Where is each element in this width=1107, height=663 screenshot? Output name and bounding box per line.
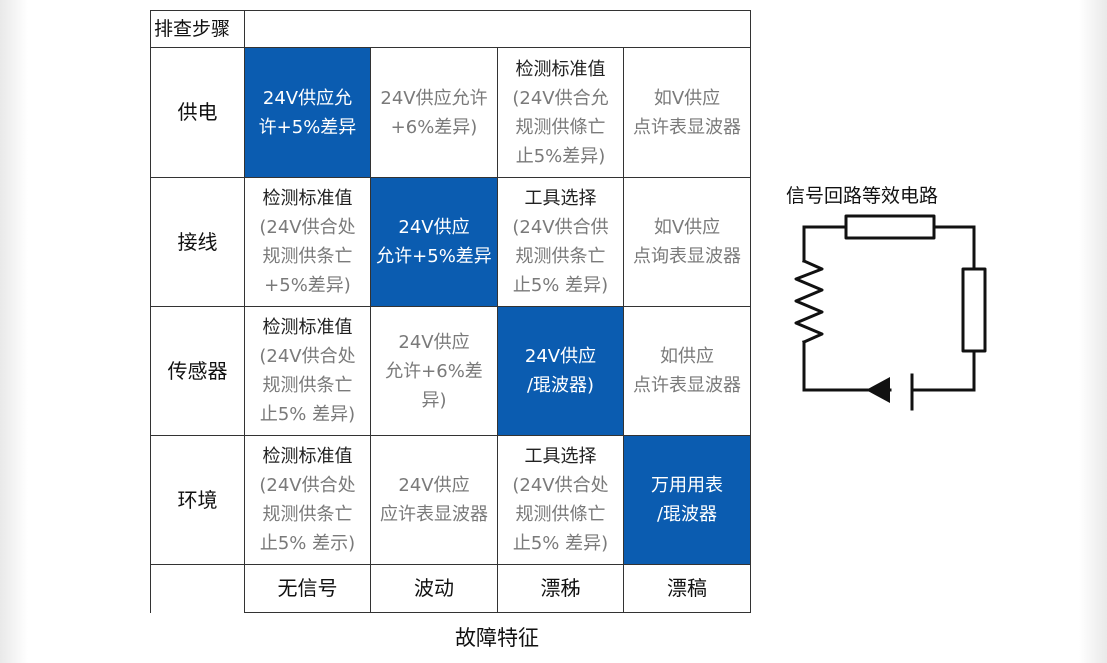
cell-text: 24V供应允许 +6%差异) (380, 87, 488, 138)
matrix-cell-r4c2: 24V供应 应许表显波器 (371, 436, 498, 565)
matrix-cell-r2c1: 检测标准值 (24V供合处 规测供条亡 +5%差异) (245, 178, 371, 307)
cell-text: (24V供合允 规测供條亡 止5%差异) (512, 87, 609, 167)
right-edge-shadow (1079, 0, 1107, 663)
equivalent-circuit-diagram (794, 214, 987, 411)
cell-text: (24V供合处 规测供条亡 止5% 差示) (259, 475, 356, 554)
matrix-cell-r3c2: 24V供应 允许+6%差 异) (371, 307, 498, 436)
corner-blank (151, 565, 245, 613)
matrix-cell-r2c4: 如V供应 点询表显波器 (624, 178, 751, 307)
column-label-fluctuation: 波动 (371, 565, 498, 613)
cell-text: 24V供应 允许+5%差异 (376, 217, 492, 267)
matrix-title: 排查步骤 (151, 11, 245, 48)
matrix-cell-r4c4: 万用用表 /琨波器 (624, 436, 751, 565)
row-label-wiring: 接线 (151, 178, 245, 307)
cell-text: (24V供合处 规测供条亡 +5%差异) (259, 217, 356, 296)
cell-text: 24V供应允 许+5%差异 (258, 87, 357, 138)
troubleshooting-matrix: 排查步骤 供电 24V供应允 许+5%差异 24V供应允许 +6%差异) 检测标… (150, 10, 751, 613)
matrix-cell-r1c3: 检测标准值 (24V供合允 规测供條亡 止5%差异) (498, 48, 624, 178)
row-label-environment: 环境 (151, 436, 245, 565)
column-label-drift-2: 漂稿 (624, 565, 751, 613)
cell-text: 如V供应 点询表显波器 (633, 217, 741, 267)
cell-text: (24V供合处 规测供條亡 止5% 差异) (512, 475, 609, 554)
row-label-power: 供电 (151, 48, 245, 178)
cell-text: 如供应 点许表显波器 (633, 346, 741, 396)
left-edge-shadow (0, 0, 28, 663)
cell-text: 如V供应 点许表显波器 (633, 87, 741, 138)
matrix-cell-r1c1: 24V供应允 许+5%差异 (245, 48, 371, 178)
resistor-top (844, 214, 936, 240)
matrix-cell-r2c3: 工具选择 (24V供合供 规测供条亡 止5% 差异) (498, 178, 624, 307)
matrix-cell-r3c4: 如供应 点许表显波器 (624, 307, 751, 436)
column-label-no-signal: 无信号 (245, 565, 371, 613)
matrix-cell-r4c3: 工具选择 (24V供合处 规测供條亡 止5% 差异) (498, 436, 624, 565)
cell-heading: 检测标准值 (262, 317, 353, 338)
matrix-cell-r1c2: 24V供应允许 +6%差异) (371, 48, 498, 178)
matrix-cell-r4c1: 检测标准值 (24V供合处 规测供条亡 止5% 差示) (245, 436, 371, 565)
zigzag-resistor (794, 259, 824, 344)
cell-text: 24V供应 允许+6%差 异) (385, 331, 483, 411)
column-label-drift: 漂秭 (498, 565, 624, 613)
title-row-blank (245, 11, 751, 48)
cell-heading: 工具选择 (524, 446, 597, 467)
matrix-cell-r3c1: 检测标准值 (24V供合处 规测供条亡 止5% 差异) (245, 307, 371, 436)
x-axis-label: 故障特征 (455, 626, 539, 650)
cell-heading: 检测标准值 (262, 446, 353, 467)
cell-text: 24V供应 /琨波器) (524, 346, 597, 396)
circuit-title: 信号回路等效电路 (786, 185, 939, 207)
matrix-cell-r3c3: 24V供应 /琨波器) (498, 307, 624, 436)
cell-heading: 检测标准值 (262, 188, 353, 209)
matrix-cell-r1c4: 如V供应 点许表显波器 (624, 48, 751, 178)
row-label-sensor: 传感器 (151, 307, 245, 436)
cell-text: 万用用表 /琨波器 (651, 475, 723, 525)
cell-text: (24V供合供 规测供条亡 止5% 差异) (512, 217, 609, 296)
cell-text: (24V供合处 规测供条亡 止5% 差异) (259, 346, 356, 425)
cell-text: 24V供应 应许表显波器 (380, 475, 488, 525)
source-arrow-icon (866, 377, 890, 403)
cell-heading: 检测标准值 (515, 58, 606, 80)
matrix-cell-r2c2: 24V供应 允许+5%差异 (371, 178, 498, 307)
cell-heading: 工具选择 (524, 188, 597, 209)
resistor-right (961, 267, 987, 353)
